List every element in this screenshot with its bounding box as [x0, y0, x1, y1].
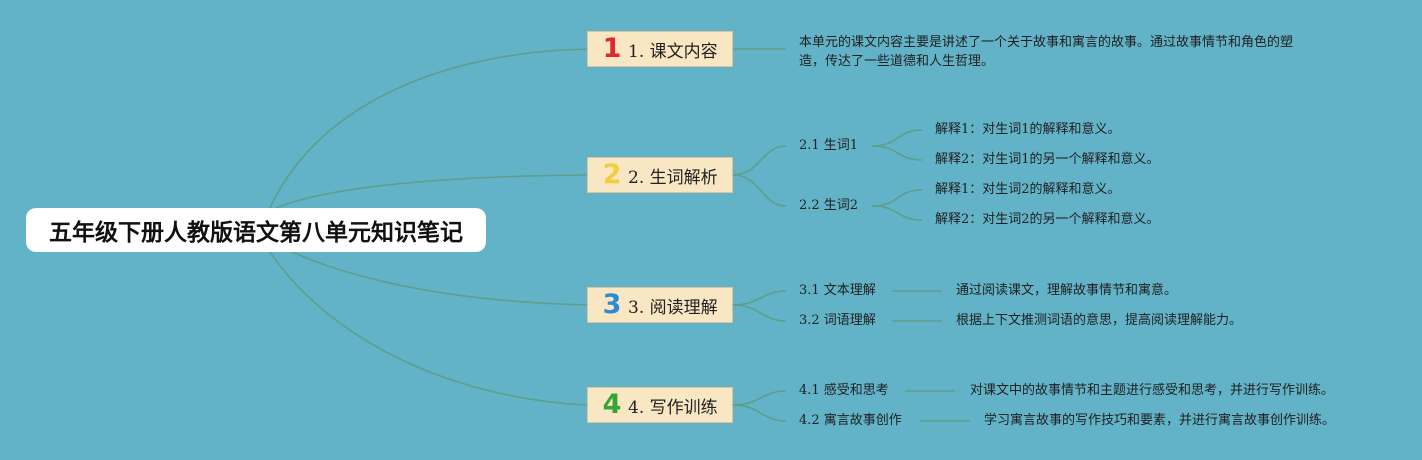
word1-explanation-1: 解释1：对生词1的解释和意义。 [935, 122, 1121, 137]
branch-vocabulary[interactable]: 2 2. 生词解析 [587, 157, 733, 193]
text-understanding-detail: 通过阅读课文，理解故事情节和寓意。 [956, 283, 1178, 298]
number-two-icon: 2 [602, 159, 622, 190]
number-one-icon: 1 [602, 33, 622, 64]
number-three-icon: 3 [602, 289, 622, 320]
branch-label: 4. 写作训练 [628, 397, 718, 418]
sub-topic-feelings-thinking[interactable]: 4.1 感受和思考 [799, 383, 889, 398]
number-four-icon: 4 [602, 389, 622, 420]
sub-topic-text-understanding[interactable]: 3.1 文本理解 [799, 283, 876, 298]
feelings-thinking-detail: 对课文中的故事情节和主题进行感受和思考，并进行写作训练。 [970, 383, 1335, 398]
branch-writing-training[interactable]: 4 4. 写作训练 [587, 387, 733, 423]
branch-label: 2. 生词解析 [628, 167, 718, 188]
word2-explanation-2: 解释2：对生词2的另一个解释和意义。 [935, 212, 1160, 227]
fable-creation-detail: 学习寓言故事的写作技巧和要素，并进行寓言故事创作训练。 [984, 413, 1336, 428]
root-topic[interactable]: 五年级下册人教版语文第八单元知识笔记 [26, 208, 486, 252]
branch-reading-comprehension[interactable]: 3 3. 阅读理解 [587, 287, 733, 323]
branch-label: 3. 阅读理解 [628, 297, 718, 318]
word-understanding-detail: 根据上下文推测词语的意思，提高阅读理解能力。 [956, 313, 1243, 328]
course-content-description: 本单元的课文内容主要是讲述了一个关于故事和寓言的故事。通过故事情节和角色的塑造，… [799, 35, 1294, 69]
sub-topic-word1[interactable]: 2.1 生词1 [799, 138, 859, 153]
branch-label: 1. 课文内容 [628, 41, 718, 62]
root-title: 五年级下册人教版语文第八单元知识笔记 [49, 220, 463, 246]
word1-explanation-2: 解释2：对生词1的另一个解释和意义。 [935, 152, 1160, 167]
word2-explanation-1: 解释1：对生词2的解释和意义。 [935, 182, 1121, 197]
sub-topic-word-understanding[interactable]: 3.2 词语理解 [799, 313, 876, 328]
sub-topic-word2[interactable]: 2.2 生词2 [799, 198, 859, 213]
sub-topic-fable-creation[interactable]: 4.2 寓言故事创作 [799, 413, 902, 428]
branch-course-content[interactable]: 1 1. 课文内容 [587, 31, 733, 67]
